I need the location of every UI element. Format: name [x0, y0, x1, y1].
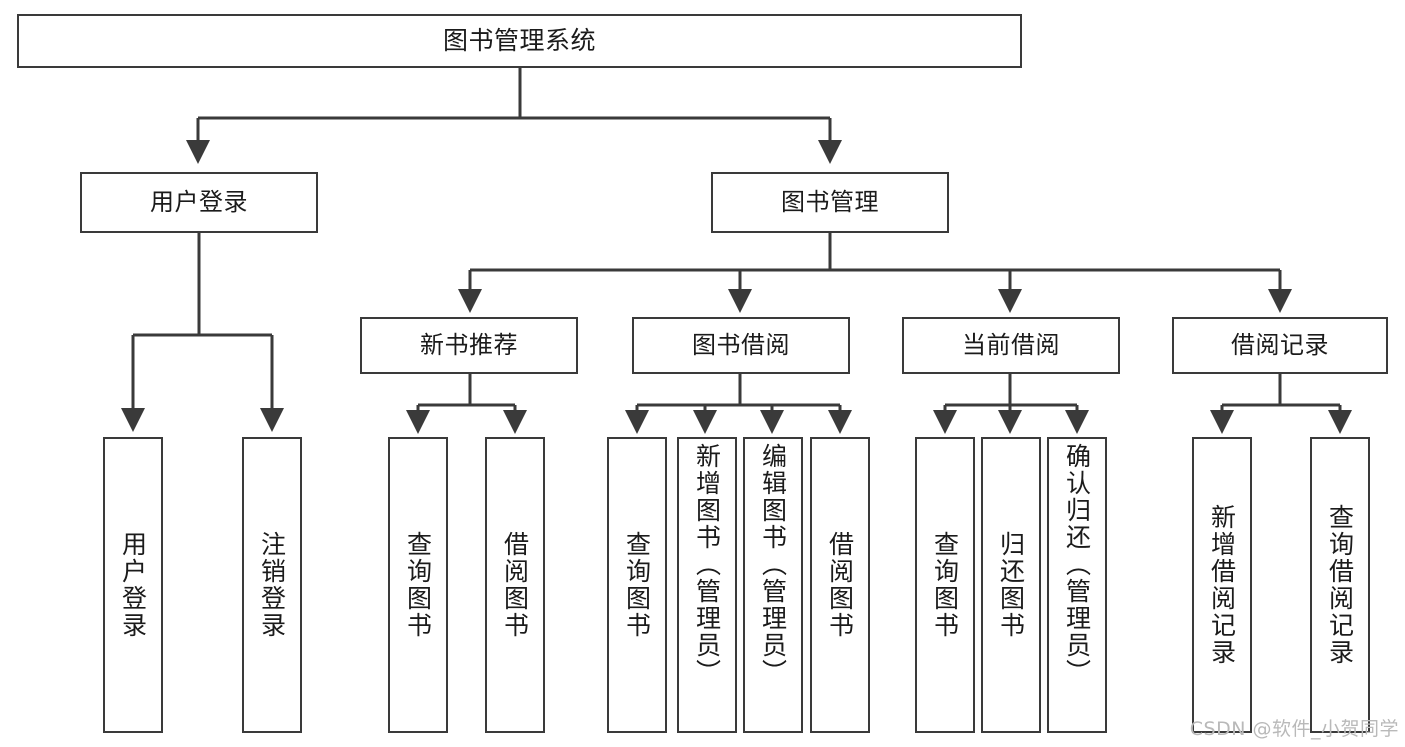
node-book-manage-label: 图书管理	[781, 188, 879, 217]
node-leaf-user-login-label: 用户登录	[118, 531, 148, 639]
node-book-manage[interactable]: 图书管理	[711, 172, 949, 233]
node-book-borrow[interactable]: 图书借阅	[632, 317, 850, 374]
node-leaf-borrow-book-2-label: 借阅图书	[825, 531, 855, 639]
node-leaf-add-book-admin[interactable]: 新增图书（管理员）	[677, 437, 737, 733]
node-leaf-query-borrow-record[interactable]: 查询借阅记录	[1310, 437, 1370, 733]
node-leaf-query-borrow-record-label: 查询借阅记录	[1325, 504, 1355, 666]
node-leaf-query-book-3-label: 查询图书	[930, 531, 960, 639]
node-leaf-user-login[interactable]: 用户登录	[103, 437, 163, 733]
node-user-login-label: 用户登录	[150, 188, 248, 217]
node-leaf-edit-book-admin-label: 编辑图书（管理员）	[758, 443, 788, 686]
node-book-borrow-label: 图书借阅	[692, 331, 790, 360]
node-root[interactable]: 图书管理系统	[17, 14, 1022, 68]
node-leaf-borrow-book-1-label: 借阅图书	[500, 531, 530, 639]
node-leaf-add-book-admin-label: 新增图书（管理员）	[692, 443, 722, 686]
node-leaf-user-logout-label: 注销登录	[257, 531, 287, 639]
node-leaf-query-book-3[interactable]: 查询图书	[915, 437, 975, 733]
node-leaf-borrow-book-2[interactable]: 借阅图书	[810, 437, 870, 733]
node-leaf-edit-book-admin[interactable]: 编辑图书（管理员）	[743, 437, 803, 733]
node-user-login[interactable]: 用户登录	[80, 172, 318, 233]
node-leaf-query-book-2[interactable]: 查询图书	[607, 437, 667, 733]
node-leaf-borrow-book-1[interactable]: 借阅图书	[485, 437, 545, 733]
node-leaf-user-logout[interactable]: 注销登录	[242, 437, 302, 733]
node-new-book-recommend[interactable]: 新书推荐	[360, 317, 578, 374]
node-leaf-confirm-return-admin-label: 确认归还（管理员）	[1062, 443, 1092, 686]
node-current-borrow-label: 当前借阅	[962, 331, 1060, 360]
node-leaf-query-book-1[interactable]: 查询图书	[388, 437, 448, 733]
node-leaf-query-book-2-label: 查询图书	[622, 531, 652, 639]
node-leaf-add-borrow-record-label: 新增借阅记录	[1207, 504, 1237, 666]
node-new-book-recommend-label: 新书推荐	[420, 331, 518, 360]
node-leaf-add-borrow-record[interactable]: 新增借阅记录	[1192, 437, 1252, 733]
node-root-label: 图书管理系统	[442, 26, 596, 55]
node-borrow-record-label: 借阅记录	[1231, 331, 1329, 360]
node-leaf-return-book-label: 归还图书	[996, 531, 1026, 639]
node-current-borrow[interactable]: 当前借阅	[902, 317, 1120, 374]
node-leaf-confirm-return-admin[interactable]: 确认归还（管理员）	[1047, 437, 1107, 733]
node-leaf-return-book[interactable]: 归还图书	[981, 437, 1041, 733]
node-borrow-record[interactable]: 借阅记录	[1172, 317, 1388, 374]
node-leaf-query-book-1-label: 查询图书	[403, 531, 433, 639]
